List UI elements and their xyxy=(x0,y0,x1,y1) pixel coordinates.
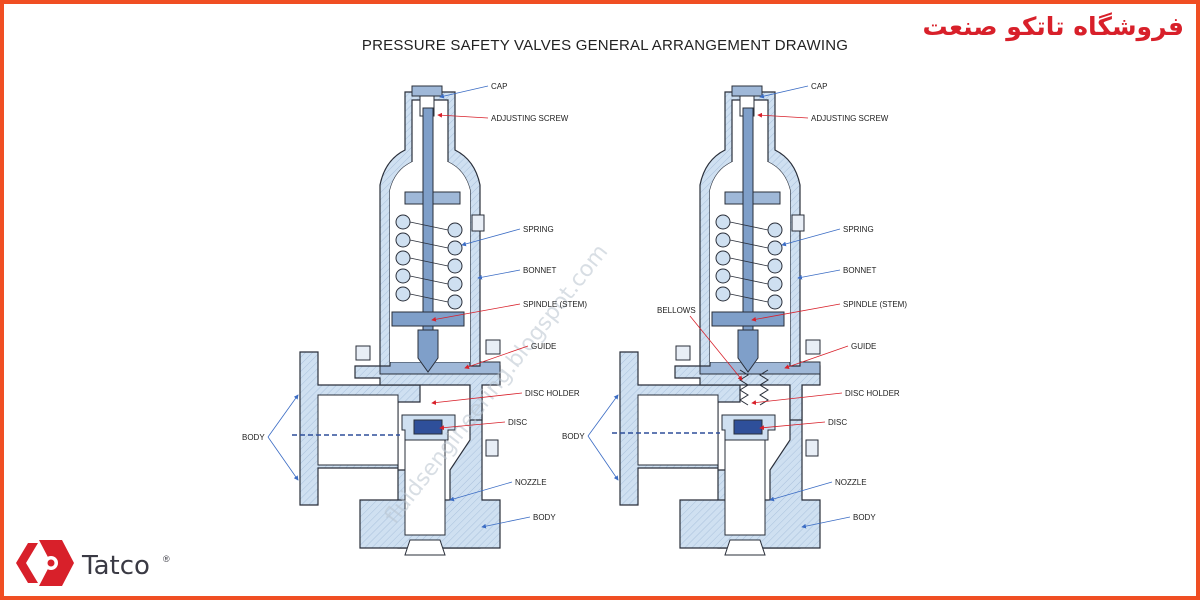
label-nozzle: NOZZLE xyxy=(835,478,867,487)
right-valve-labels: CAP ADJUSTING SCREW SPRING BONNET SPINDL… xyxy=(562,82,907,522)
brand-persian-name: فروشگاه تاتکو صنعت xyxy=(922,12,1184,41)
right-valve-drawing xyxy=(612,85,821,556)
label-body-inlet: BODY xyxy=(242,433,265,442)
label-adjusting-screw: ADJUSTING SCREW xyxy=(811,114,889,123)
label-spindle: SPINDLE (STEM) xyxy=(523,300,587,309)
label-disc: DISC xyxy=(508,418,527,427)
label-disc-holder: DISC HOLDER xyxy=(845,389,900,398)
label-body-inlet: BODY xyxy=(562,432,585,441)
label-disc: DISC xyxy=(828,418,847,427)
label-spindle: SPINDLE (STEM) xyxy=(843,300,907,309)
label-nozzle: NOZZLE xyxy=(515,478,547,487)
label-guide: GUIDE xyxy=(851,342,876,351)
right-leader-lines xyxy=(587,85,851,529)
logo-text: Tatco xyxy=(82,551,150,581)
label-bonnet: BONNET xyxy=(843,266,876,275)
label-spring: SPRING xyxy=(523,225,554,234)
label-adjusting-screw: ADJUSTING SCREW xyxy=(491,114,569,123)
bellows-part xyxy=(739,369,769,406)
label-cap: CAP xyxy=(491,82,507,91)
label-cap: CAP xyxy=(811,82,827,91)
label-disc-holder: DISC HOLDER xyxy=(525,389,580,398)
label-spring: SPRING xyxy=(843,225,874,234)
left-valve-labels: CAP ADJUSTING SCREW SPRING BONNET SPINDL… xyxy=(242,82,587,522)
left-valve-drawing xyxy=(292,85,501,556)
label-body-lower: BODY xyxy=(853,513,876,522)
tatco-logo-icon xyxy=(16,540,74,586)
registered-mark: ® xyxy=(163,554,170,564)
left-leader-lines xyxy=(267,85,531,529)
page-title: PRESSURE SAFETY VALVES GENERAL ARRANGEME… xyxy=(361,37,849,54)
label-body-lower: BODY xyxy=(533,513,556,522)
label-bellows: BELLOWS xyxy=(657,306,696,315)
label-guide: GUIDE xyxy=(531,342,556,351)
label-bonnet: BONNET xyxy=(523,266,556,275)
